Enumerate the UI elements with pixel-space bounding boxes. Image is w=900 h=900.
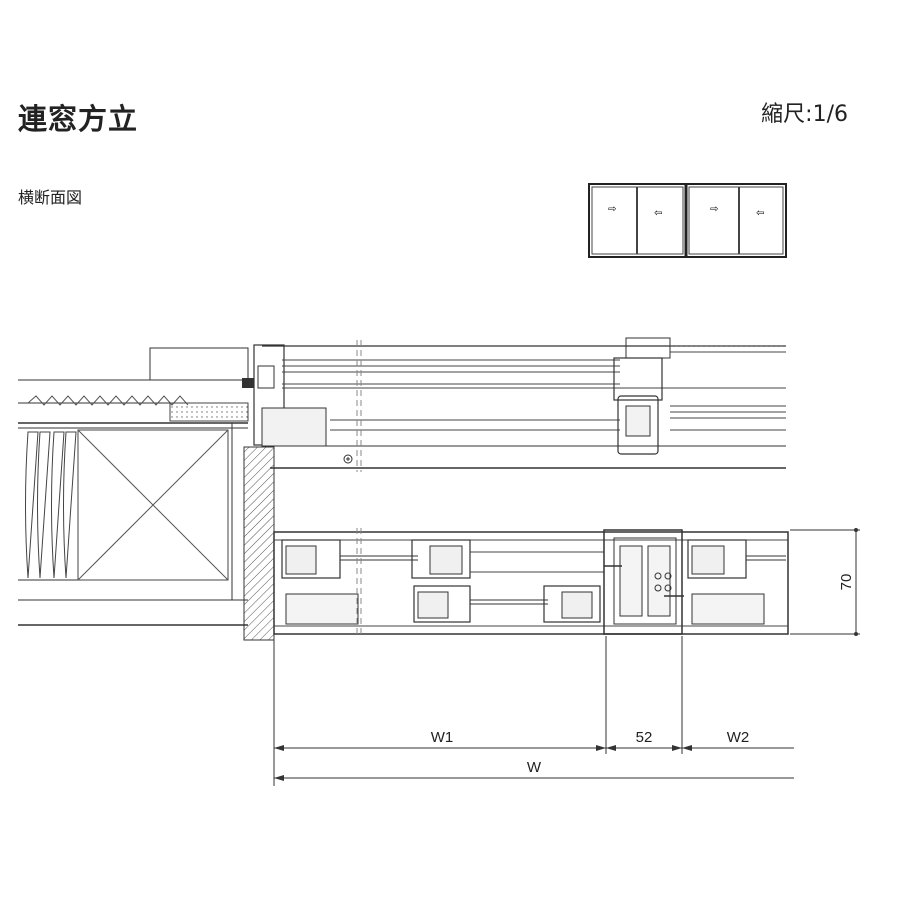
arrow-left-icon: ⇦ bbox=[654, 208, 662, 219]
upper-frame-section bbox=[253, 337, 786, 472]
dim-w-label: W bbox=[527, 759, 542, 776]
dim-mullion-label: 52 bbox=[636, 729, 653, 746]
dim-w2-label: W2 bbox=[727, 729, 750, 746]
section-label: 横断面図 bbox=[18, 188, 83, 207]
dimension-lines: W1 52 W2 W 70 bbox=[273, 528, 860, 786]
page-title: 連窓方立 bbox=[18, 102, 139, 136]
dim-w1-label: W1 bbox=[431, 729, 454, 746]
wall-section bbox=[18, 347, 275, 641]
lower-frame-section bbox=[273, 528, 789, 638]
scale-label: 縮尺:1/6 bbox=[761, 102, 848, 127]
key-plan-icon: ⇨ ⇦ ⇨ ⇦ bbox=[588, 183, 787, 258]
arrow-right-icon: ⇨ bbox=[608, 204, 616, 215]
dim-height-label: 70 bbox=[838, 574, 855, 591]
arrow-right-icon: ⇨ bbox=[710, 204, 718, 215]
arrow-left-icon: ⇦ bbox=[756, 208, 764, 219]
